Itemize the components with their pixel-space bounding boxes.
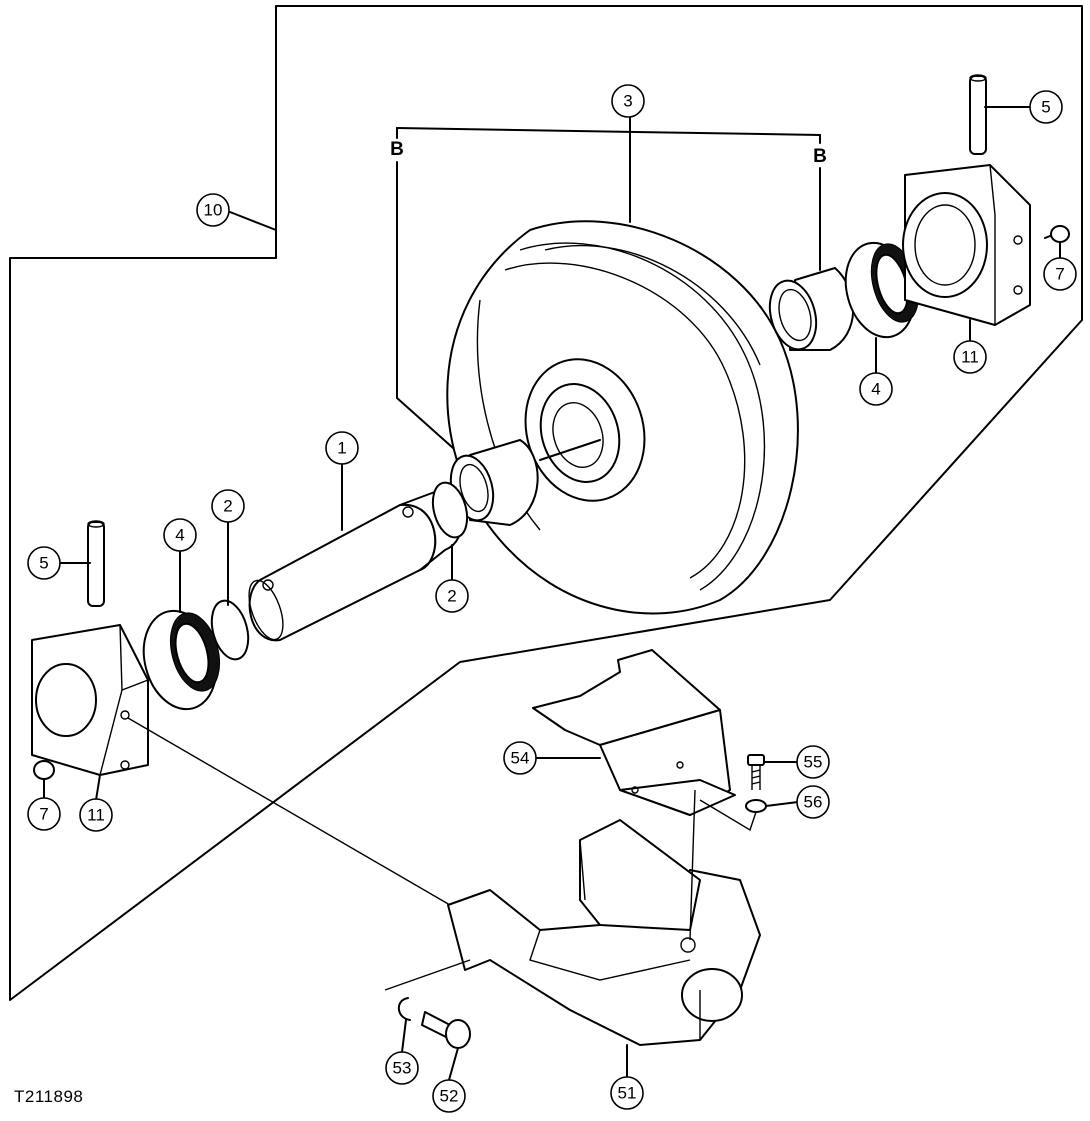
svg-text:5: 5 <box>39 554 48 573</box>
callout-56: 56 <box>796 785 830 819</box>
bolt-55 <box>747 754 765 790</box>
callout-4-right: 4 <box>859 372 893 406</box>
callout-1: 1 <box>325 431 359 465</box>
svg-text:10: 10 <box>204 201 223 220</box>
leader-line-washer <box>699 799 757 832</box>
left-plug <box>33 760 55 780</box>
bolt-52 <box>421 1011 471 1049</box>
callout-4-left: 4 <box>163 518 197 552</box>
svg-text:56: 56 <box>804 793 823 812</box>
callout-7-left: 7 <box>27 797 61 831</box>
svg-text:2: 2 <box>447 587 456 606</box>
svg-text:54: 54 <box>511 749 530 768</box>
o-ring-left <box>210 599 250 661</box>
idler-wheel <box>446 220 799 615</box>
svg-text:2: 2 <box>223 497 232 516</box>
svg-text:7: 7 <box>39 805 48 824</box>
callout-leaders <box>43 106 1061 1081</box>
svg-text:4: 4 <box>871 380 880 399</box>
callout-5-left: 5 <box>27 546 61 580</box>
left-bracket <box>31 624 149 776</box>
callout-11-left: 11 <box>79 798 113 832</box>
callout-2-right: 2 <box>435 579 469 613</box>
callout-53: 53 <box>385 1051 419 1085</box>
support-bracket <box>447 819 761 1046</box>
svg-text:55: 55 <box>804 753 823 772</box>
washer-56 <box>745 799 767 813</box>
callout-52: 52 <box>432 1079 466 1113</box>
svg-text:5: 5 <box>1041 98 1050 117</box>
leader-line-bolt <box>384 959 471 991</box>
svg-text:7: 7 <box>1055 265 1064 284</box>
callout-7-right: 7 <box>1043 257 1077 291</box>
right-pin <box>969 74 987 155</box>
assembly-boundary <box>9 5 1083 1001</box>
callout-55: 55 <box>796 745 830 779</box>
callout-10: 10 <box>196 193 230 227</box>
figure-id: T211898 <box>14 1087 84 1106</box>
right-bracket <box>902 164 1031 326</box>
callout-3: 3 <box>611 84 645 118</box>
guard-plate <box>532 649 736 816</box>
leader-line-plate <box>689 789 696 941</box>
callout-5-right: 5 <box>1029 90 1063 124</box>
callout-2-left: 2 <box>211 489 245 523</box>
svg-text:52: 52 <box>440 1087 459 1106</box>
bracket-label-right: B <box>813 146 827 167</box>
bracket-label-left: B <box>390 139 404 160</box>
right-bushing <box>768 267 855 351</box>
right-plug <box>1044 225 1070 243</box>
left-seal <box>142 609 221 711</box>
svg-text:1: 1 <box>337 439 346 458</box>
bracket-b: B B <box>390 127 827 457</box>
svg-text:11: 11 <box>961 348 979 367</box>
shaft <box>248 489 463 642</box>
snap-ring-53 <box>397 997 411 1021</box>
svg-text:4: 4 <box>175 526 184 545</box>
o-ring-right <box>431 481 469 539</box>
callout-54: 54 <box>503 741 537 775</box>
callout-51: 51 <box>610 1076 644 1110</box>
svg-text:51: 51 <box>618 1084 637 1103</box>
svg-text:11: 11 <box>87 806 105 825</box>
svg-text:3: 3 <box>623 92 632 111</box>
leader-line-bracket <box>127 717 451 906</box>
svg-text:53: 53 <box>393 1059 412 1078</box>
callout-11-right: 11 <box>953 340 987 374</box>
